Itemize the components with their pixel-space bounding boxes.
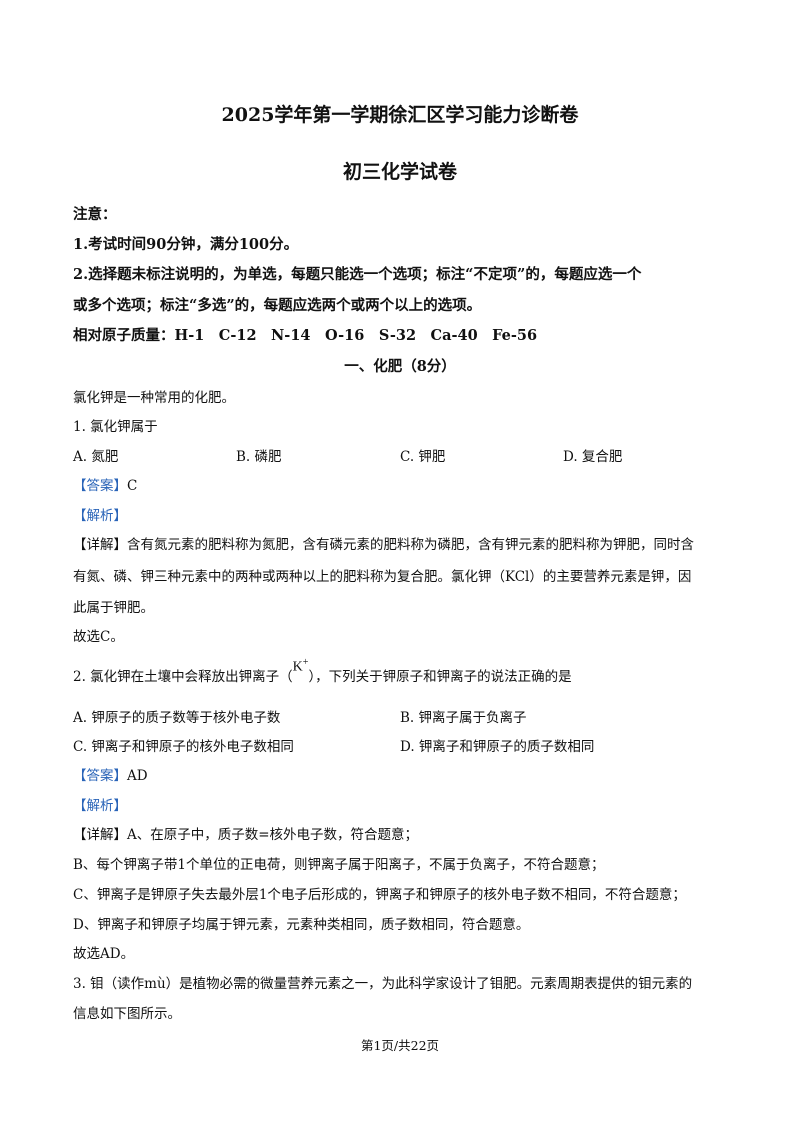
question-1-detail-line-2: 有氮、磷、钾三种元素中的两种或两种以上的肥料称为复合肥。氯化钾（KCl）的主要营… bbox=[73, 569, 692, 585]
notice-item-2-line-1: 2.选择题未标注说明的，为单选，每题只能选一个选项；标注“不定项”的，每题应选一… bbox=[73, 266, 642, 283]
question-2-conclusion: 故选AD。 bbox=[73, 946, 135, 962]
potassium-ion-formula: K+ bbox=[293, 657, 309, 676]
question-2-detail-line-2: B、每个钾离子带1个单位的正电荷，则钾离子属于阳离子，不属于负离子，不符合题意； bbox=[73, 857, 605, 873]
question-2-option-b: B. 钾离子属于负离子 bbox=[400, 710, 527, 726]
atomic-mass-line: 相对原子质量：H-1 C-12 N-14 O-16 S-32 Ca-40 Fe-… bbox=[73, 327, 538, 344]
notice-item-2-line-2: 或多个选项；标注“多选”的，每题应选两个或两个以上的选项。 bbox=[73, 297, 482, 314]
question-2-answer: 【答案】AD bbox=[73, 764, 733, 784]
answer-value: AD bbox=[127, 768, 148, 784]
question-1-conclusion: 故选C。 bbox=[73, 629, 124, 645]
page-number: 第1页/共22页 bbox=[360, 1038, 440, 1053]
analysis-tag: 【解析】 bbox=[73, 508, 127, 524]
question-1-detail-line-3: 此属于钾肥。 bbox=[73, 600, 154, 616]
ion-symbol: K bbox=[292, 660, 303, 675]
ion-charge: + bbox=[302, 657, 309, 669]
question-1-option-d: D. 复合肥 bbox=[563, 449, 623, 465]
question-2-detail-line-1: 【详解】A、在原子中，质子数=核外电子数，符合题意； bbox=[73, 823, 733, 843]
notice-item-1: 1.考试时间90分钟，满分100分。 bbox=[73, 236, 299, 253]
question-2-option-c: C. 钾离子和钾原子的核外电子数相同 bbox=[73, 739, 294, 755]
analysis-tag: 【解析】 bbox=[73, 798, 127, 814]
detail-text: 含有氮元素的肥料称为氮肥，含有磷元素的肥料称为磷肥，含有钾元素的肥料称为钾肥，同… bbox=[127, 537, 694, 553]
question-2-option-a: A. 钾原子的质子数等于核外电子数 bbox=[73, 710, 281, 726]
question-1-detail-line-1: 【详解】含有氮元素的肥料称为氮肥，含有磷元素的肥料称为磷肥，含有钾元素的肥料称为… bbox=[73, 533, 733, 553]
exam-title: 2025学年第一学期徐汇区学习能力诊断卷 bbox=[221, 104, 579, 126]
stem-part-a: 2. 氯化钾在土壤中会释放出钾离子（ bbox=[73, 669, 293, 685]
question-1-option-b: B. 磷肥 bbox=[236, 449, 282, 465]
question-2-option-d: D. 钾离子和钾原子的质子数相同 bbox=[400, 739, 595, 755]
question-1-analysis: 【解析】 bbox=[73, 504, 733, 524]
detail-text: A、在原子中，质子数=核外电子数，符合题意； bbox=[127, 827, 419, 843]
detail-tag: 【详解】 bbox=[73, 537, 127, 553]
question-2-detail-line-4: D、钾离子和钾原子均属于钾元素，元素种类相同，质子数相同，符合题意。 bbox=[73, 917, 530, 933]
stem-part-b: ），下列关于钾原子和钾离子的说法正确的是 bbox=[308, 669, 572, 685]
detail-tag: 【详解】 bbox=[73, 827, 127, 843]
question-1-stem: 1. 氯化钾属于 bbox=[73, 419, 158, 435]
question-3-line-1: 3. 钼（读作mù）是植物必需的微量营养元素之一，为此科学家设计了钼肥。元素周期… bbox=[73, 976, 693, 992]
notice-label: 注意： bbox=[73, 206, 117, 223]
answer-tag: 【答案】 bbox=[73, 478, 127, 494]
question-2-analysis: 【解析】 bbox=[73, 794, 733, 814]
question-1-option-c: C. 钾肥 bbox=[400, 449, 446, 465]
exam-subtitle: 初三化学试卷 bbox=[342, 161, 457, 183]
question-2-detail-line-3: C、钾离子是钾原子失去最外层1个电子后形成的，钾离子和钾原子的核外电子数不相同，… bbox=[73, 887, 686, 903]
answer-tag: 【答案】 bbox=[73, 768, 127, 784]
section-intro: 氯化钾是一种常用的化肥。 bbox=[73, 390, 235, 406]
section-title: 一、化肥（8分） bbox=[344, 358, 456, 375]
question-1-option-a: A. 氮肥 bbox=[73, 449, 119, 465]
answer-value: C bbox=[127, 478, 138, 494]
question-1-answer: 【答案】C bbox=[73, 474, 733, 494]
question-2-stem: 2. 氯化钾在土壤中会释放出钾离子（K+），下列关于钾原子和钾离子的说法正确的是 bbox=[73, 657, 733, 686]
question-3-line-2: 信息如下图所示。 bbox=[73, 1006, 181, 1022]
